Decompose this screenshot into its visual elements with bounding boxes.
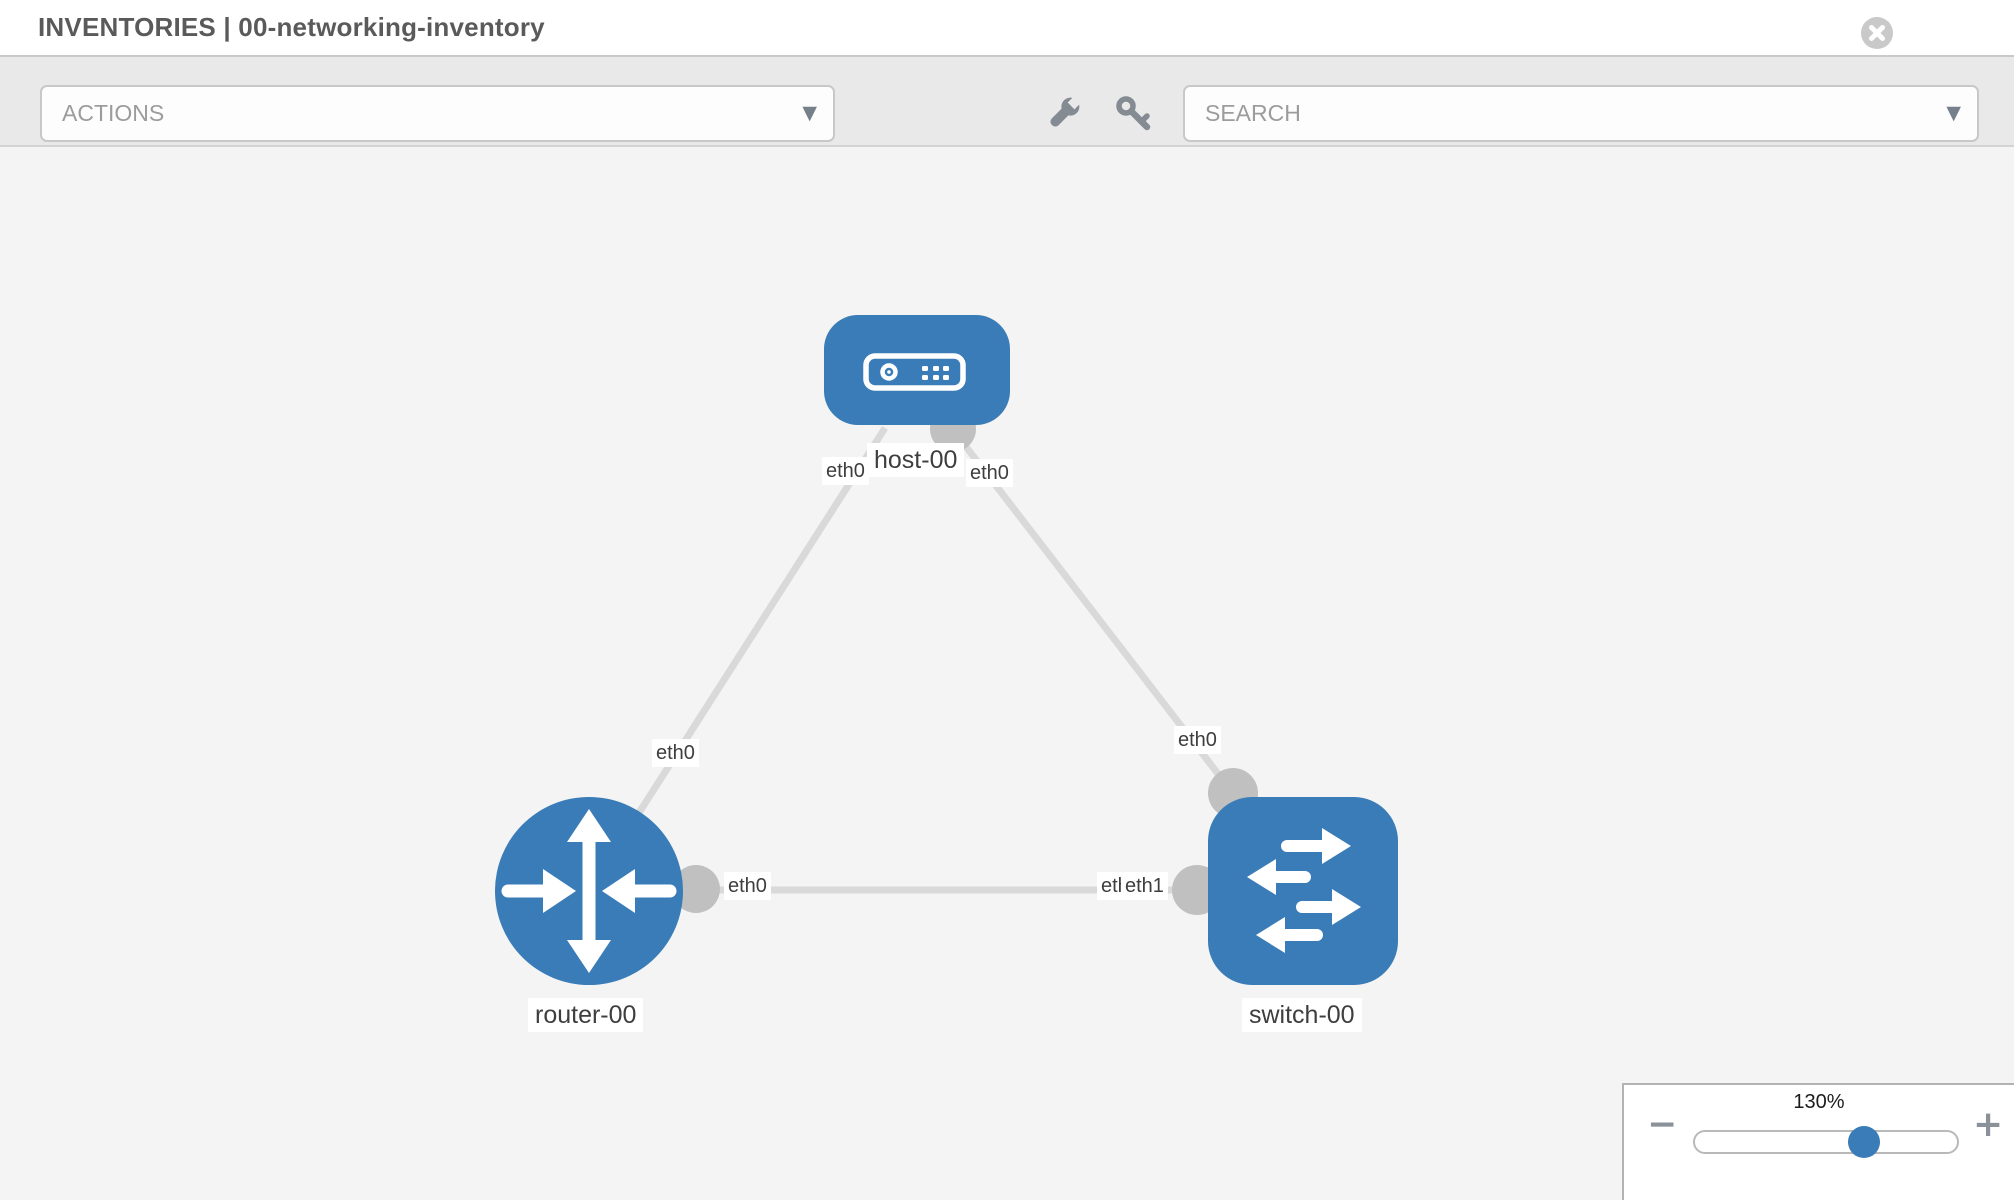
zoom-control-panel: 130% − + (1622, 1083, 2014, 1200)
node-host-00[interactable] (824, 315, 1010, 425)
close-button[interactable] (1861, 17, 1893, 49)
node-router-00[interactable] (495, 797, 683, 985)
interface-label-switch-eth1-mid: eth1 (1121, 872, 1168, 900)
zoom-level-value: 130% (1793, 1091, 1845, 1113)
close-icon (1869, 25, 1885, 41)
zoom-slider-thumb[interactable] (1848, 1126, 1880, 1158)
wrench-icon (1050, 95, 1082, 127)
search-dropdown[interactable]: SEARCH ▼ (1183, 85, 1979, 142)
zoom-in-button[interactable]: + (1973, 1104, 2004, 1145)
key-icon (1116, 96, 1151, 131)
interface-label-host-eth0-left: eth0 (822, 457, 869, 485)
switch-icon (1247, 828, 1361, 953)
node-label-host-00: host-00 (867, 443, 965, 477)
chevron-down-icon: ▼ (1946, 101, 1961, 124)
toolbar: ACTIONS ▼ SEARCH ▼ (0, 57, 2014, 147)
actions-dropdown[interactable]: ACTIONS ▼ (40, 85, 835, 142)
host-icon (863, 353, 966, 391)
zoom-out-button[interactable]: − (1647, 1104, 1678, 1145)
interface-label-switch-eth0-top: eth0 (1174, 726, 1221, 754)
router-icon (501, 809, 677, 973)
chevron-down-icon: ▼ (802, 101, 817, 124)
configure-button[interactable] (1043, 92, 1085, 134)
zoom-slider-track[interactable] (1693, 1130, 1959, 1154)
node-label-router-00: router-00 (528, 998, 644, 1032)
actions-dropdown-label: ACTIONS (62, 100, 165, 126)
node-label-switch-00: switch-00 (1242, 998, 1362, 1032)
interface-label-router-eth0-right: eth0 (724, 872, 771, 900)
header-bar: INVENTORIES | 00-networking-inventory (0, 0, 2014, 57)
interface-label-router-eth0-top: eth0 (652, 739, 699, 767)
interface-label-host-eth0-right: eth0 (966, 459, 1013, 487)
credentials-button[interactable] (1112, 92, 1154, 134)
port-router-eth0[interactable] (672, 865, 720, 913)
node-switch-00[interactable] (1208, 797, 1398, 985)
page-title: INVENTORIES | 00-networking-inventory (38, 12, 545, 42)
search-placeholder: SEARCH (1205, 100, 1301, 126)
